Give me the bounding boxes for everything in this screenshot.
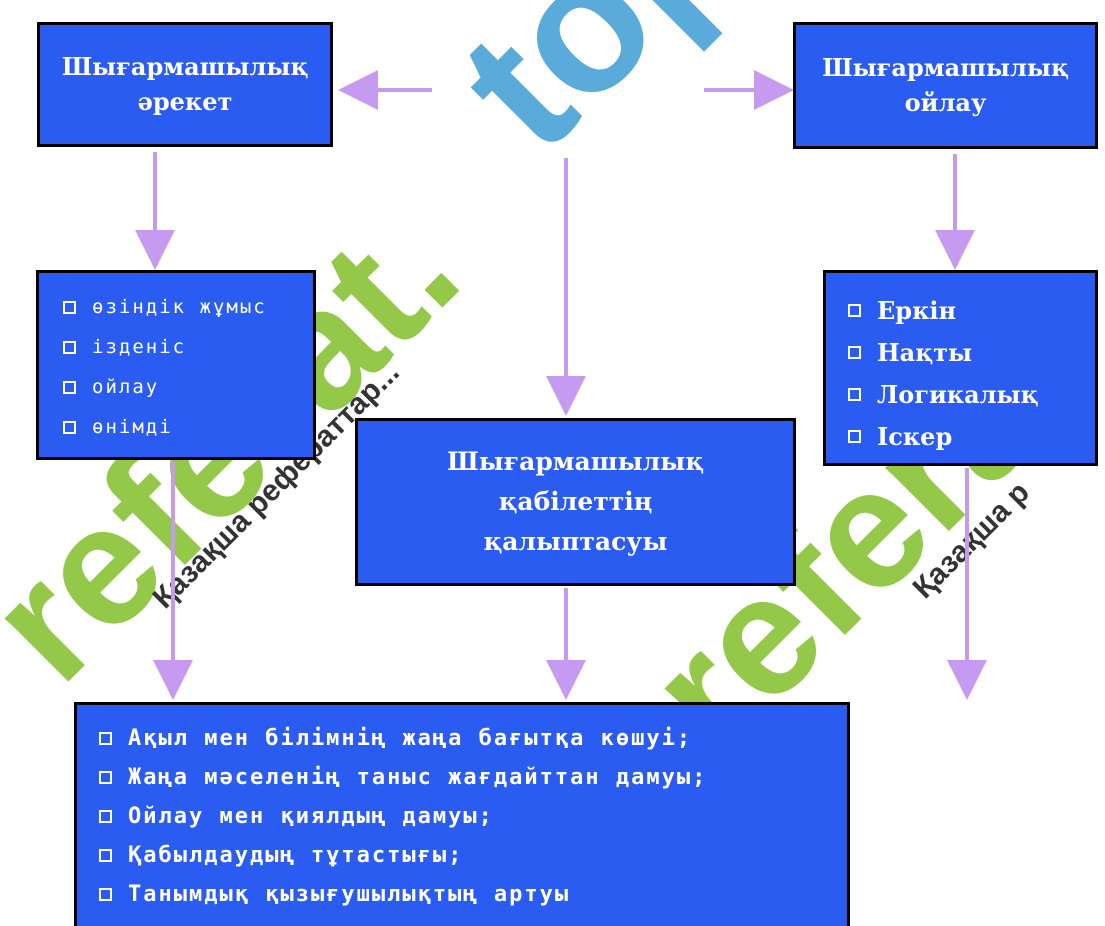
square-bullet-icon <box>63 380 76 394</box>
list-item-text: Жаңа мәселенің таныс жағдайттан дамуы; <box>128 765 708 790</box>
creative-ability-line3: қалыптасуы <box>483 527 668 556</box>
square-bullet-icon <box>63 300 76 314</box>
action-qualities-list: өзіндік жұмыс ізденіс ойлау өнімді <box>63 287 313 447</box>
square-bullet-icon <box>848 303 861 317</box>
list-item-text: өзіндік жұмыс <box>92 296 267 318</box>
list-item-text: Нақты <box>877 337 973 367</box>
list-item: Қабылдаудың тұтастығы; <box>99 836 847 875</box>
creative-action-line1: Шығармашылық <box>61 51 309 81</box>
thinking-qualities-box: Еркін Нақты Логикалық Іскер <box>823 270 1098 466</box>
list-item-text: Ойлау мен қиялдың дамуы; <box>128 804 494 829</box>
list-item-text: Ақыл мен білімнің жаңа бағытқа көшуі; <box>128 726 693 751</box>
list-item-text: Қабылдаудың тұтастығы; <box>128 843 464 868</box>
list-item-text: Іскер <box>877 421 953 451</box>
list-item-text: өнімді <box>92 416 173 438</box>
thinking-qualities-list: Еркін Нақты Логикалық Іскер <box>848 289 1095 457</box>
creative-action-line2: әрекет <box>137 86 233 116</box>
square-bullet-icon <box>99 732 112 745</box>
list-item: Ойлау мен қиялдың дамуы; <box>99 797 847 836</box>
list-item: ізденіс <box>63 327 313 367</box>
list-item-text: ойлау <box>92 376 160 398</box>
creative-thinking-line1: Шығармашылық <box>822 52 1069 82</box>
list-item: Логикалық <box>848 373 1095 415</box>
list-item-text: Логикалық <box>877 379 1039 409</box>
results-list: Ақыл мен білімнің жаңа бағытқа көшуі; Жа… <box>99 719 847 914</box>
square-bullet-icon <box>99 810 112 823</box>
square-bullet-icon <box>848 345 861 359</box>
action-qualities-box: өзіндік жұмыс ізденіс ойлау өнімді <box>36 270 316 460</box>
square-bullet-icon <box>848 429 861 443</box>
square-bullet-icon <box>99 849 112 862</box>
creative-thinking-line2: ойлау <box>904 87 987 117</box>
list-item: өнімді <box>63 407 313 447</box>
square-bullet-icon <box>99 888 112 901</box>
list-item: Танымдық қызығушылықтың артуы <box>99 875 847 914</box>
list-item-text: Еркін <box>877 295 957 325</box>
list-item: Іскер <box>848 415 1095 457</box>
list-item-text: ізденіс <box>92 336 187 358</box>
list-item-text: Танымдық қызығушылықтың артуы <box>128 882 571 907</box>
list-item: Жаңа мәселенің таныс жағдайттан дамуы; <box>99 758 847 797</box>
list-item: ойлау <box>63 367 313 407</box>
square-bullet-icon <box>848 387 861 401</box>
creative-ability-box: Шығармашылық қабілеттің қалыптасуы <box>355 418 796 586</box>
square-bullet-icon <box>63 420 76 434</box>
list-item: Нақты <box>848 331 1095 373</box>
list-item: Ақыл мен білімнің жаңа бағытқа көшуі; <box>99 719 847 758</box>
list-item: өзіндік жұмыс <box>63 287 313 327</box>
square-bullet-icon <box>63 340 76 354</box>
square-bullet-icon <box>99 771 112 784</box>
creative-thinking-box: Шығармашылық ойлау <box>793 22 1098 149</box>
creative-ability-line2: қабілеттің <box>498 487 653 516</box>
list-item: Еркін <box>848 289 1095 331</box>
creative-ability-line1: Шығармашылық <box>447 447 704 476</box>
results-box: Ақыл мен білімнің жаңа бағытқа көшуі; Жа… <box>74 702 850 926</box>
creative-action-box: Шығармашылық әрекет <box>37 22 333 147</box>
